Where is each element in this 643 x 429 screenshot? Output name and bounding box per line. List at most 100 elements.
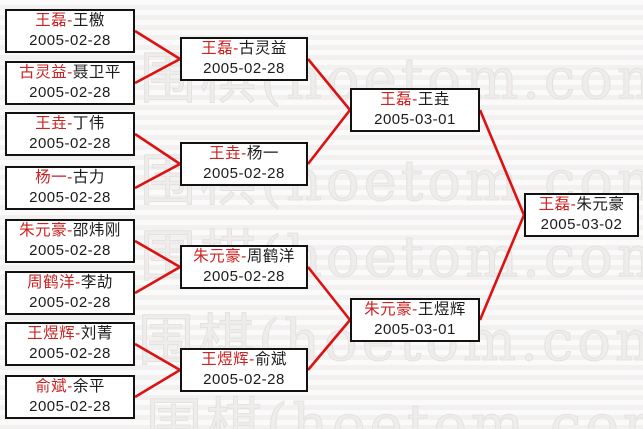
name-separator: -	[241, 145, 247, 162]
bracket-connector	[134, 29, 181, 61]
match-date: 2005-02-28	[29, 189, 111, 206]
winner-name: 王磊	[201, 40, 234, 57]
loser-name: 李劼	[80, 274, 113, 291]
bracket-connector	[134, 239, 181, 269]
name-separator: -	[241, 248, 247, 265]
name-separator: -	[67, 169, 73, 186]
match-players: 王煜辉-刘菁	[27, 324, 113, 344]
match-box-r2-4: 王煜辉-俞斌 2005-02-28	[180, 348, 308, 392]
match-players: 王磊-朱元豪	[539, 195, 625, 215]
match-date: 2005-02-28	[29, 32, 111, 49]
bracket-connector	[306, 109, 352, 165]
bracket-connector	[134, 342, 181, 372]
match-box-r2-1: 王磊-古灵益 2005-02-28	[180, 37, 308, 81]
name-separator: -	[67, 378, 73, 395]
loser-name: 周鹤洋	[246, 248, 295, 265]
match-box-r1-6: 周鹤洋-李劼 2005-02-28	[5, 271, 135, 315]
name-separator: -	[412, 301, 418, 318]
match-box-r1-8: 俞斌-余平 2005-02-28	[5, 375, 135, 419]
winner-name: 朱元豪	[19, 222, 68, 239]
match-players: 王磊-王垚	[380, 90, 450, 110]
loser-name: 王檄	[72, 12, 105, 29]
match-players: 古灵益-聂卫平	[19, 63, 121, 83]
match-date: 2005-03-01	[374, 321, 456, 338]
loser-name: 余平	[72, 378, 105, 395]
winner-name: 朱元豪	[364, 301, 413, 318]
match-box-r1-4: 杨一-古力 2005-02-28	[5, 166, 135, 210]
match-box-r1-7: 王煜辉-刘菁 2005-02-28	[5, 322, 135, 366]
winner-name: 王垚	[209, 145, 242, 162]
match-players: 朱元豪-邵炜刚	[19, 221, 121, 241]
name-separator: -	[67, 222, 73, 239]
bracket-connector	[134, 57, 181, 85]
match-date: 2005-02-28	[203, 371, 285, 388]
loser-name: 聂卫平	[72, 64, 121, 81]
match-date: 2005-02-28	[29, 242, 111, 259]
match-players: 杨一-古力	[35, 168, 105, 188]
bracket-connector	[478, 214, 526, 321]
loser-name: 杨一	[246, 145, 279, 162]
match-players: 俞斌-余平	[35, 377, 105, 397]
match-date: 2005-03-02	[540, 216, 623, 233]
winner-name: 朱元豪	[193, 248, 242, 265]
match-box-r1-1: 王磊-王檄 2005-02-28	[5, 9, 135, 53]
name-separator: -	[67, 12, 73, 29]
match-box-r1-3: 王垚-丁伟 2005-02-28	[5, 112, 135, 156]
winner-name: 王磊	[35, 12, 68, 29]
match-date: 2005-02-28	[203, 165, 285, 182]
match-date: 2005-03-01	[374, 111, 456, 128]
watermark-text: 围棋(hoetom.com)	[146, 393, 643, 429]
name-separator: -	[75, 325, 81, 342]
bracket-connector	[306, 266, 352, 321]
loser-name: 古灵益	[238, 40, 287, 57]
loser-name: 朱元豪	[576, 196, 625, 213]
loser-name: 邵炜刚	[72, 222, 121, 239]
winner-name: 王煜辉	[27, 325, 76, 342]
match-date: 2005-02-28	[29, 398, 111, 415]
match-box-r1-5: 朱元豪-邵炜刚 2005-02-28	[5, 219, 135, 263]
loser-name: 丁伟	[72, 115, 105, 132]
loser-name: 俞斌	[254, 351, 287, 368]
match-players: 王磊-王檄	[35, 11, 105, 31]
match-date: 2005-02-28	[29, 84, 111, 101]
name-separator: -	[412, 91, 418, 108]
match-players: 王磊-古灵益	[201, 39, 287, 59]
loser-name: 王垚	[417, 91, 450, 108]
winner-name: 王磊	[538, 196, 571, 213]
name-separator: -	[570, 196, 577, 213]
bracket-connector	[134, 132, 181, 166]
match-box-sf-1: 王磊-王垚 2005-03-01	[350, 88, 480, 132]
winner-name: 杨一	[35, 169, 68, 186]
loser-name: 古力	[72, 169, 105, 186]
match-date: 2005-02-28	[29, 294, 111, 311]
match-box-final: 王磊-朱元豪 2005-03-02	[524, 193, 639, 237]
bracket-connector	[307, 319, 351, 371]
loser-name: 王煜辉	[417, 301, 466, 318]
winner-name: 王磊	[380, 91, 413, 108]
winner-name: 周鹤洋	[27, 274, 76, 291]
loser-name: 刘菁	[80, 325, 113, 342]
match-date: 2005-02-28	[203, 268, 285, 285]
name-separator: -	[67, 64, 73, 81]
bracket-connector	[306, 58, 352, 111]
winner-name: 古灵益	[19, 64, 68, 81]
name-separator: -	[233, 40, 239, 57]
match-players: 朱元豪-周鹤洋	[193, 247, 295, 267]
match-box-r2-2: 王垚-杨一 2005-02-28	[180, 142, 308, 186]
match-players: 王垚-丁伟	[35, 114, 105, 134]
winner-name: 王煜辉	[201, 351, 250, 368]
winner-name: 俞斌	[35, 378, 68, 395]
match-players: 王煜辉-俞斌	[201, 350, 287, 370]
bracket-connector	[478, 109, 526, 216]
match-date: 2005-02-28	[203, 60, 285, 77]
match-players: 朱元豪-王煜辉	[364, 300, 466, 320]
bracket-connector	[134, 368, 181, 399]
winner-name: 王垚	[35, 115, 68, 132]
match-date: 2005-02-28	[29, 345, 111, 362]
match-box-sf-2: 朱元豪-王煜辉 2005-03-01	[350, 298, 480, 342]
name-separator: -	[75, 274, 81, 291]
match-players: 周鹤洋-李劼	[27, 273, 113, 293]
name-separator: -	[249, 351, 255, 368]
